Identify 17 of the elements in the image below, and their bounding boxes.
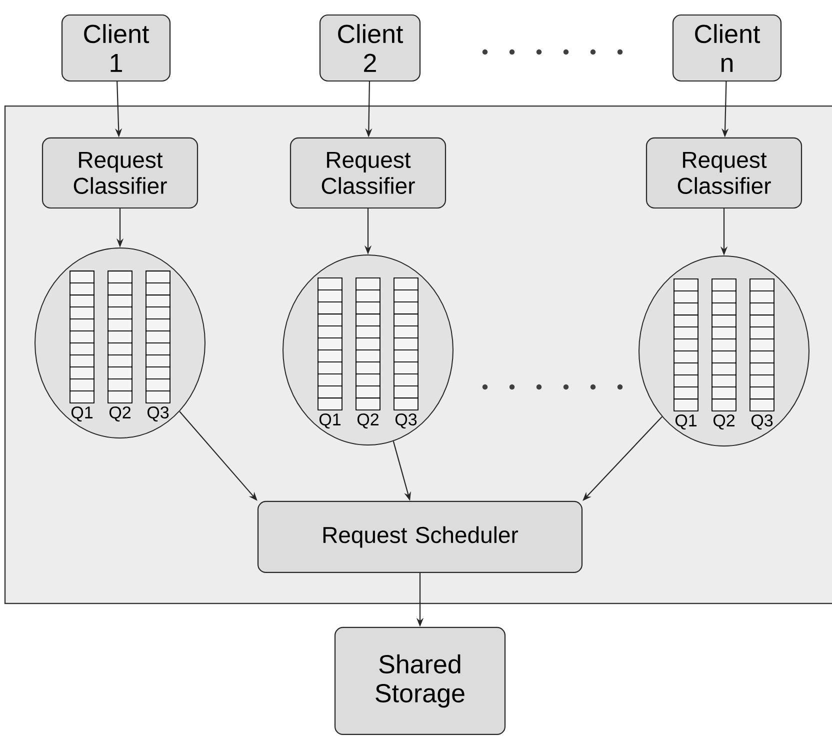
queue-label: Q2 xyxy=(713,414,734,430)
client-box: Shared Storage xyxy=(334,626,506,736)
queue-label: Q3 xyxy=(395,413,417,429)
queue-label: Q1 xyxy=(319,413,341,429)
queue-label: Q3 xyxy=(147,406,169,422)
queue-label: Q3 xyxy=(751,414,773,430)
queue-label: Q1 xyxy=(71,406,93,422)
queue-label: Q1 xyxy=(675,414,697,430)
queue-label: Q2 xyxy=(109,406,130,422)
process-box: Request Scheduler xyxy=(257,500,583,574)
process-box: Request Classifier xyxy=(290,137,446,209)
client-box: Client 2 xyxy=(319,14,421,82)
client-box: Client n xyxy=(672,14,782,82)
client-box: Client 1 xyxy=(61,14,171,82)
queue-label: Q2 xyxy=(357,413,378,429)
process-box: Request Classifier xyxy=(646,137,802,209)
process-box: Request Classifier xyxy=(42,137,198,209)
